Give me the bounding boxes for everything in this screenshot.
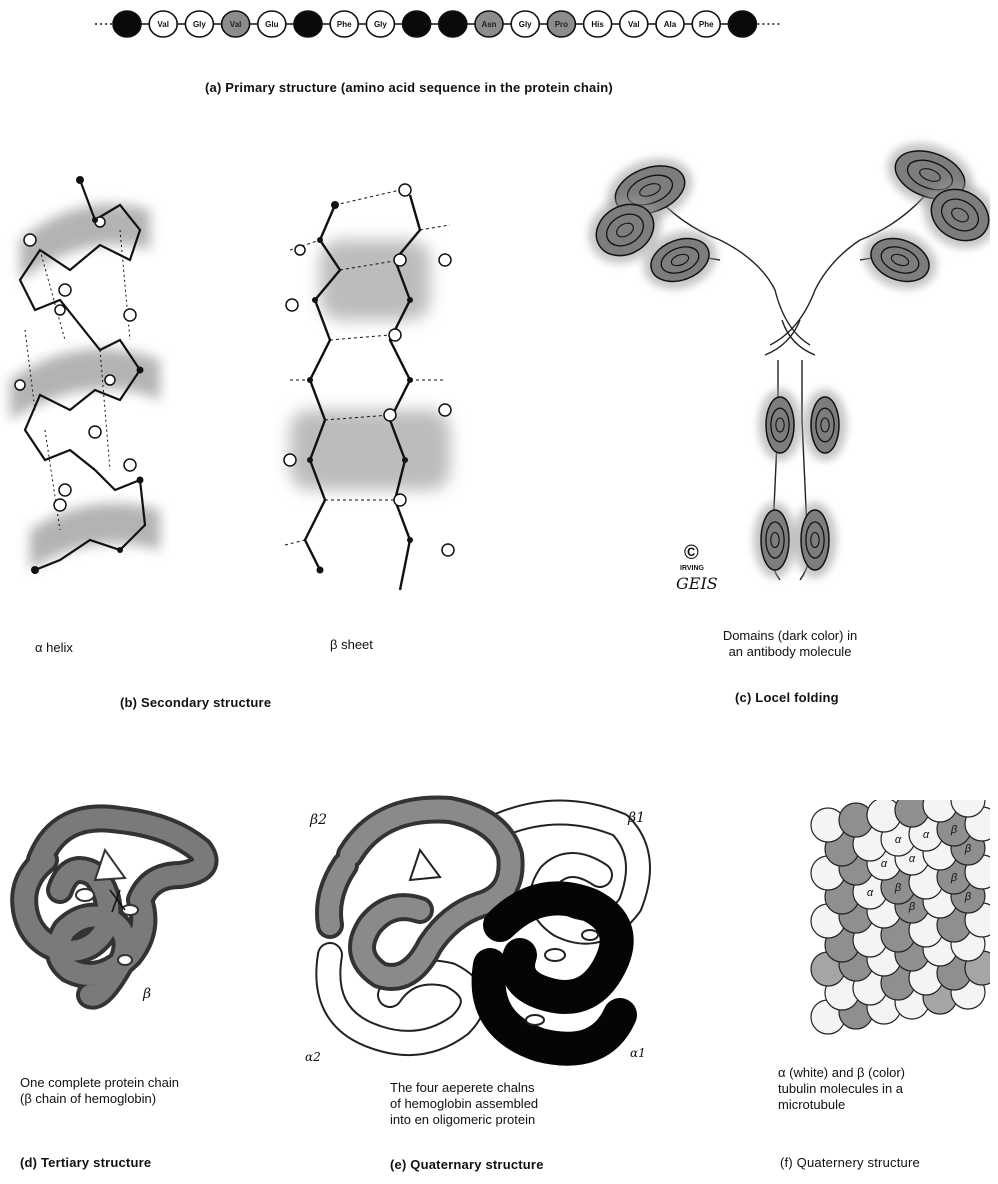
- beta1-label: β1: [628, 810, 645, 826]
- residue-17: [728, 11, 756, 37]
- beta-sheet-drawing: [270, 150, 470, 610]
- hemoglobin-desc-line1: The four aeperete chalns: [390, 1080, 538, 1096]
- tertiary-caption: (d) Tertiary structure: [20, 1155, 151, 1170]
- tertiary-chain-drawing: [0, 790, 230, 1020]
- hemoglobin-desc-line2: of hemoglobin assembled: [390, 1096, 538, 1112]
- tertiary-beta-label: β: [143, 986, 151, 1002]
- residue-8: [403, 11, 431, 37]
- residue-label-2: Gly: [193, 20, 206, 29]
- copyright-symbol: ©: [684, 542, 699, 565]
- antibody-desc-line1: Domains (dark color) in: [700, 628, 880, 644]
- tubulin-alpha-label: α: [923, 829, 930, 841]
- residue-label-1: Val: [157, 20, 169, 29]
- residue-label-6: Phe: [337, 20, 352, 29]
- quaternary-e-caption: (e) Quaternary structure: [390, 1157, 544, 1172]
- tubulin-alpha-label: α: [881, 858, 888, 870]
- residue-label-7: Gly: [374, 20, 387, 29]
- antibody-domain: [793, 502, 837, 578]
- hemoglobin-description: The four aeperete chalns of hemoglobin a…: [390, 1080, 538, 1128]
- antibody-description: Domains (dark color) in an antibody mole…: [700, 628, 880, 660]
- beta2-label: β2: [310, 812, 327, 828]
- secondary-caption: (b) Secondary structure: [120, 695, 271, 710]
- beta-sheet-label: β sheet: [330, 637, 373, 653]
- tubulin-beta-label: β: [964, 891, 972, 903]
- residue-5: [294, 11, 322, 37]
- alpha1-label: α1: [630, 1046, 646, 1060]
- tertiary-description: One complete protein chain (β chain of h…: [20, 1075, 179, 1107]
- tubulin-beta-label: β: [908, 901, 916, 913]
- antibody-domain: [803, 389, 847, 461]
- residue-label-12: Pro: [555, 20, 568, 29]
- alpha2-label: α2: [305, 1050, 321, 1064]
- tubulin-alpha-label: α: [895, 834, 902, 846]
- alpha-helix-drawing: [0, 150, 170, 610]
- residue-label-15: Ala: [664, 20, 677, 29]
- antibody-domain: [855, 221, 946, 300]
- amino-acid-chain: Val Gly Val Glu Phe Gly Asn Gly Pro His Val Ala Phe: [0, 0, 998, 60]
- residue-label-3: Val: [230, 20, 242, 29]
- microtubule-desc-line2: tubulin molecules in a: [778, 1081, 905, 1097]
- antibody-domain: [758, 389, 802, 461]
- tubulin-beta-label: β: [964, 843, 972, 855]
- residue-label-10: Asn: [481, 20, 496, 29]
- antibody-drawing: [570, 130, 990, 610]
- tubulin-beta-label: β: [950, 824, 958, 836]
- hemoglobin-drawing: [300, 795, 690, 1070]
- tubulin-alpha-label: α: [867, 887, 874, 899]
- artist-first-name: IRVING: [680, 565, 704, 572]
- residue-0: [113, 11, 141, 37]
- residue-label-4: Glu: [265, 20, 278, 29]
- residue-label-13: His: [591, 20, 604, 29]
- microtubule-description: α (white) and β (color) tubulin molecule…: [778, 1065, 905, 1113]
- artist-signature: GEIS: [676, 574, 718, 593]
- microtubule-drawing: ββαββααβααβ: [800, 800, 990, 1040]
- residue-9: [439, 11, 467, 37]
- microtubule-desc-line1: α (white) and β (color): [778, 1065, 905, 1081]
- microtubule-desc-line3: microtubule: [778, 1097, 905, 1113]
- local-folding-caption: (c) Locel folding: [735, 690, 839, 705]
- antibody-desc-line2: an antibody molecule: [700, 644, 880, 660]
- tubulin-alpha-label: α: [909, 853, 916, 865]
- tubulin-beta-label: β: [894, 882, 902, 894]
- primary-caption: (a) Primary structure (amino acid sequen…: [205, 80, 613, 95]
- alpha-helix-label: α helix: [35, 640, 73, 656]
- tertiary-desc-line1: One complete protein chain: [20, 1075, 179, 1091]
- hemoglobin-desc-line3: into en oligomeric protein: [390, 1112, 538, 1128]
- antibody-domain: [753, 502, 797, 578]
- tertiary-desc-line2: (β chain of hemoglobin): [20, 1091, 179, 1107]
- residue-label-16: Phe: [699, 20, 714, 29]
- quaternary-f-caption: (f) Quaternery structure: [780, 1155, 920, 1170]
- residue-label-14: Val: [628, 20, 640, 29]
- tubulin-beta-label: β: [950, 872, 958, 884]
- residue-label-11: Gly: [519, 20, 532, 29]
